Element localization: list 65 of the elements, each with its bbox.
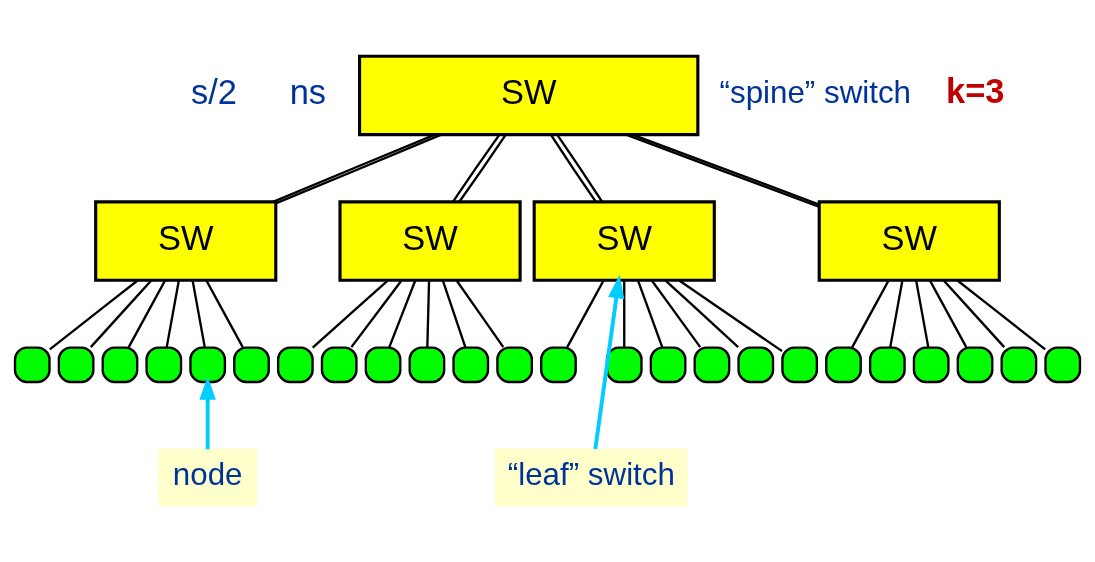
node-box <box>101 346 139 384</box>
node-box <box>649 346 687 384</box>
connector <box>851 280 890 348</box>
node-box <box>781 346 819 384</box>
connector <box>191 280 206 348</box>
node-box <box>912 346 950 384</box>
label: ns <box>289 73 327 112</box>
connector <box>651 280 702 348</box>
node-box: SW <box>338 200 522 282</box>
connector <box>127 280 166 348</box>
connector <box>455 280 505 348</box>
connector <box>426 280 431 348</box>
node-box <box>452 346 490 384</box>
node-box: SW <box>817 200 1001 282</box>
connector <box>165 280 180 348</box>
node-box: SW <box>358 54 700 137</box>
connector <box>915 280 930 348</box>
connector <box>550 134 597 203</box>
node-box <box>233 346 270 384</box>
node-box <box>13 346 51 384</box>
node-box <box>189 346 227 384</box>
node-box <box>57 346 95 384</box>
node-box: node <box>158 448 257 507</box>
connector <box>89 280 152 348</box>
node-box: SW <box>94 200 278 282</box>
connector <box>458 134 507 203</box>
node-box <box>145 346 183 384</box>
node-box <box>408 346 446 384</box>
connector <box>556 134 604 203</box>
node-box <box>1044 346 1082 384</box>
connector <box>943 280 1006 348</box>
label: s/2 <box>190 73 237 112</box>
node-label: “spine” switch <box>719 75 912 111</box>
node-box: SW <box>532 200 716 282</box>
connector <box>956 279 1046 351</box>
node-box <box>605 346 643 384</box>
connector <box>623 280 626 348</box>
node-box <box>868 346 906 384</box>
connector <box>388 280 417 348</box>
connector <box>929 280 968 348</box>
connector <box>350 280 403 348</box>
connector <box>49 279 139 351</box>
connector <box>678 279 783 353</box>
connector <box>311 279 389 349</box>
node-box <box>956 346 994 384</box>
connector <box>637 280 664 348</box>
connector <box>889 280 904 348</box>
node-box <box>1000 346 1038 384</box>
node-box <box>276 346 314 384</box>
arrow <box>199 376 216 450</box>
node-box <box>693 346 731 384</box>
connector <box>566 280 605 348</box>
node-box <box>737 346 775 384</box>
connector <box>452 134 501 203</box>
node-box <box>540 346 577 384</box>
node-box <box>825 346 862 384</box>
node-box <box>496 346 533 384</box>
node-box: “leaf” switch <box>495 448 688 507</box>
label: k=3 <box>946 71 1005 110</box>
node-box <box>364 346 402 384</box>
node-box <box>320 346 358 384</box>
connector <box>441 280 467 348</box>
connector <box>665 279 739 348</box>
arrow <box>593 274 625 450</box>
connector <box>205 280 244 348</box>
